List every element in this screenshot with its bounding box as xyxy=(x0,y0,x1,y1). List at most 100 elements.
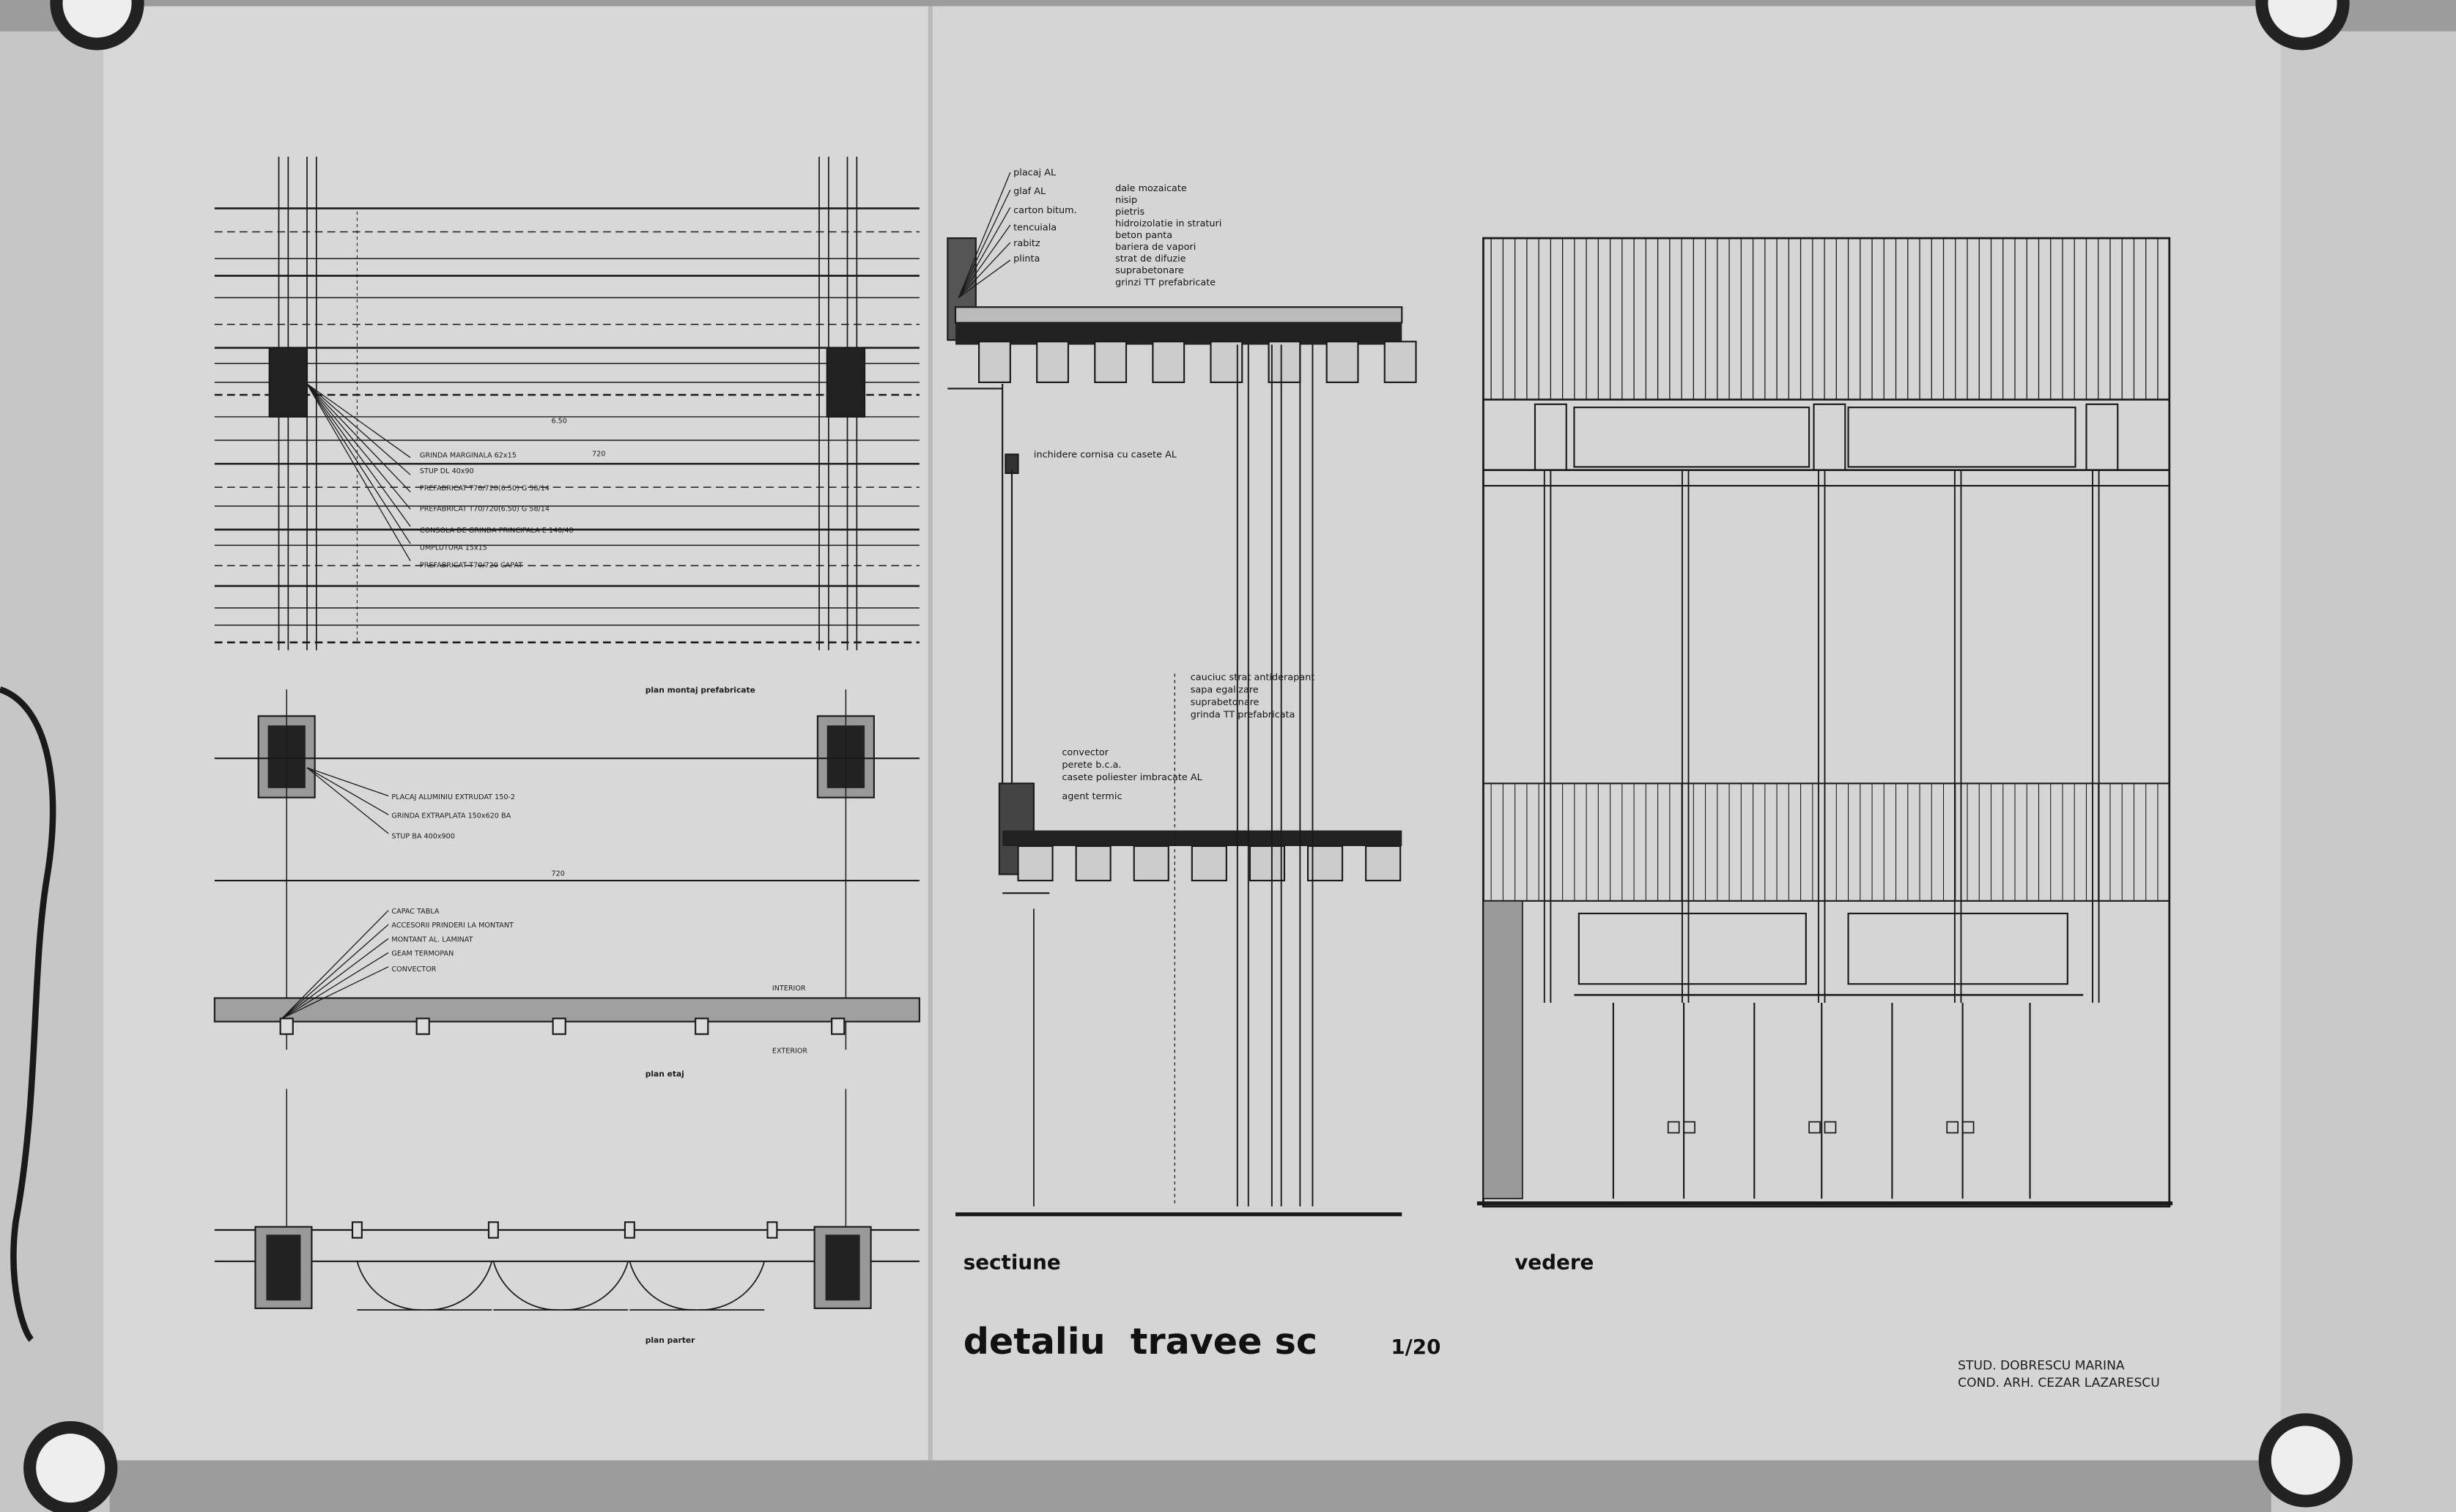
elevation-caption: vedere xyxy=(1514,1250,1594,1274)
slab-rib xyxy=(1268,341,1301,383)
section-caption: sectiune xyxy=(963,1250,1061,1274)
leader-line xyxy=(281,910,389,1019)
roof-layer-label: beton panta xyxy=(1115,230,1172,241)
plan-label: ACCESORII PRINDERI LA MONTANT xyxy=(391,922,514,930)
dimension-label: 720 xyxy=(592,450,605,458)
leader-line xyxy=(958,259,1011,298)
slab-rib xyxy=(1249,845,1286,882)
section-label: glaf AL xyxy=(1013,186,1046,197)
sill-label: convector xyxy=(1062,747,1109,758)
sill-label: agent termic xyxy=(1062,791,1122,802)
plan-caption: plan montaj prefabricate xyxy=(646,685,755,694)
credit-student: STUD. DOBRESCU MARINA xyxy=(1958,1358,2125,1373)
floor-layer-label: suprabetonare xyxy=(1191,697,1260,708)
roof-layer-label: pietris xyxy=(1115,207,1144,218)
leader-line xyxy=(281,938,389,1019)
column-section xyxy=(268,346,308,418)
mullion xyxy=(487,1221,499,1239)
plan-caption: plan etaj xyxy=(646,1069,684,1078)
leader-line xyxy=(306,383,411,475)
slab-rib xyxy=(1075,845,1112,882)
section-label: plinta xyxy=(1013,253,1040,264)
paper-right-half xyxy=(933,6,2281,1461)
roof-layer-label: suprabetonare xyxy=(1115,265,1184,276)
plan-label: GRINDA MARGINALA 62x15 xyxy=(420,452,517,460)
mullion xyxy=(415,1018,430,1035)
sheet-title: detaliu travee sc xyxy=(963,1320,1317,1363)
slab-rib xyxy=(1306,845,1344,882)
plan-montaj-labels: GRINDA MARGINALA 62x15 STUP DL 40x90 PRE… xyxy=(420,417,755,694)
slab-rib xyxy=(1152,341,1186,383)
plan-caption: plan parter xyxy=(646,1335,695,1345)
floor-layer-label: cauciuc strat antiderapant xyxy=(1191,672,1315,683)
fascia-panel xyxy=(1573,407,1810,468)
leader-line xyxy=(958,224,1011,298)
leader-line xyxy=(958,189,1011,298)
door-handle xyxy=(1946,1121,1959,1134)
drawing-geometry xyxy=(213,156,2173,1311)
fascia-joint xyxy=(1813,403,1846,471)
plan-label: STUP DL 40x90 xyxy=(420,467,474,475)
fascia-panel xyxy=(1847,407,2076,468)
floor-layer-label: sapa egalizare xyxy=(1191,684,1259,695)
plan-label: PLACAJ ALUMINIU EXTRUDAT 150-2 xyxy=(391,793,515,801)
spandrel-panel xyxy=(1577,912,1807,985)
mullion xyxy=(279,1018,294,1035)
plan-label: PREFABRICAT T70/720 CAPAT xyxy=(420,561,522,569)
mullion xyxy=(831,1018,846,1035)
leader-line xyxy=(958,172,1011,298)
plan-label: CONVECTOR xyxy=(391,966,436,974)
section-label: carton bitum. xyxy=(1013,205,1077,216)
interior-label: INTERIOR xyxy=(772,985,806,993)
slab-rib xyxy=(1017,845,1054,882)
roof-layer-label: bariera de vapori xyxy=(1115,242,1196,253)
exterior-wall xyxy=(213,997,920,1023)
roof-layer-label: hidroizolatie in straturi xyxy=(1115,218,1221,229)
leader-line xyxy=(306,383,411,544)
door-handle xyxy=(1683,1121,1695,1134)
sill-label: perete b.c.a. xyxy=(1062,760,1121,771)
leader-line xyxy=(306,767,389,815)
backing-paper-left xyxy=(0,31,110,1512)
floor-layer-label: grinda TT prefabricata xyxy=(1191,710,1295,721)
plan-label: STUP BA 400x900 xyxy=(391,832,454,840)
leader-line xyxy=(958,242,1011,298)
mullion xyxy=(351,1221,363,1239)
plan-label: MONTANT AL. LAMINAT xyxy=(391,935,473,944)
mullion xyxy=(552,1018,566,1035)
dimension-label: 6.50 xyxy=(551,417,566,425)
leader-line xyxy=(306,383,411,459)
slab-rib xyxy=(978,341,1011,383)
stray-cable xyxy=(0,686,56,1342)
slab-rib xyxy=(1094,341,1128,383)
cornice-label: inchidere cornisa cu casete AL xyxy=(1034,450,1177,461)
roof-layer-label: grinzi TT prefabricate xyxy=(1115,277,1216,288)
leader-line xyxy=(306,383,411,562)
plan-label: UMPLUTURA 15x15 xyxy=(420,544,487,552)
leader-line xyxy=(281,966,389,1019)
section-label: rabitz xyxy=(1013,238,1040,249)
dimension-label: 720 xyxy=(551,870,564,878)
sheet-scale: 1/20 xyxy=(1391,1335,1440,1359)
roof-layer-label: dale mozaicate xyxy=(1115,183,1187,194)
mullion xyxy=(695,1018,709,1035)
column-section xyxy=(826,346,866,418)
plan-label: GRINDA EXTRAPLATA 150x620 BA xyxy=(391,812,511,820)
leader-line xyxy=(306,383,411,493)
leader-line xyxy=(958,207,1011,298)
roof-layer-label: nisip xyxy=(1115,195,1137,206)
door-handle xyxy=(1824,1121,1837,1134)
section-labels: placaj AL glaf AL carton bitum. tencuial… xyxy=(1013,168,1314,802)
column-section xyxy=(266,1234,301,1301)
plan-label: GEAM TERMOPAN xyxy=(391,950,454,958)
pins xyxy=(23,0,2353,1512)
leader-line xyxy=(281,952,389,1019)
credit-coordinator: COND. ARH. CEZAR LAZARESCU xyxy=(1958,1376,2160,1390)
slab-rib xyxy=(1383,341,1417,383)
sill-label: casete poliester imbracate AL xyxy=(1062,772,1202,783)
plan-label: CAPAC TABLA xyxy=(391,908,439,916)
roof-layer-label: strat de difuzie xyxy=(1115,253,1186,264)
plan-label: PREFABRICAT T70/720(6.50) G 58/14 xyxy=(420,484,550,492)
door-handle xyxy=(1808,1121,1821,1134)
floor-slab xyxy=(1002,830,1402,846)
